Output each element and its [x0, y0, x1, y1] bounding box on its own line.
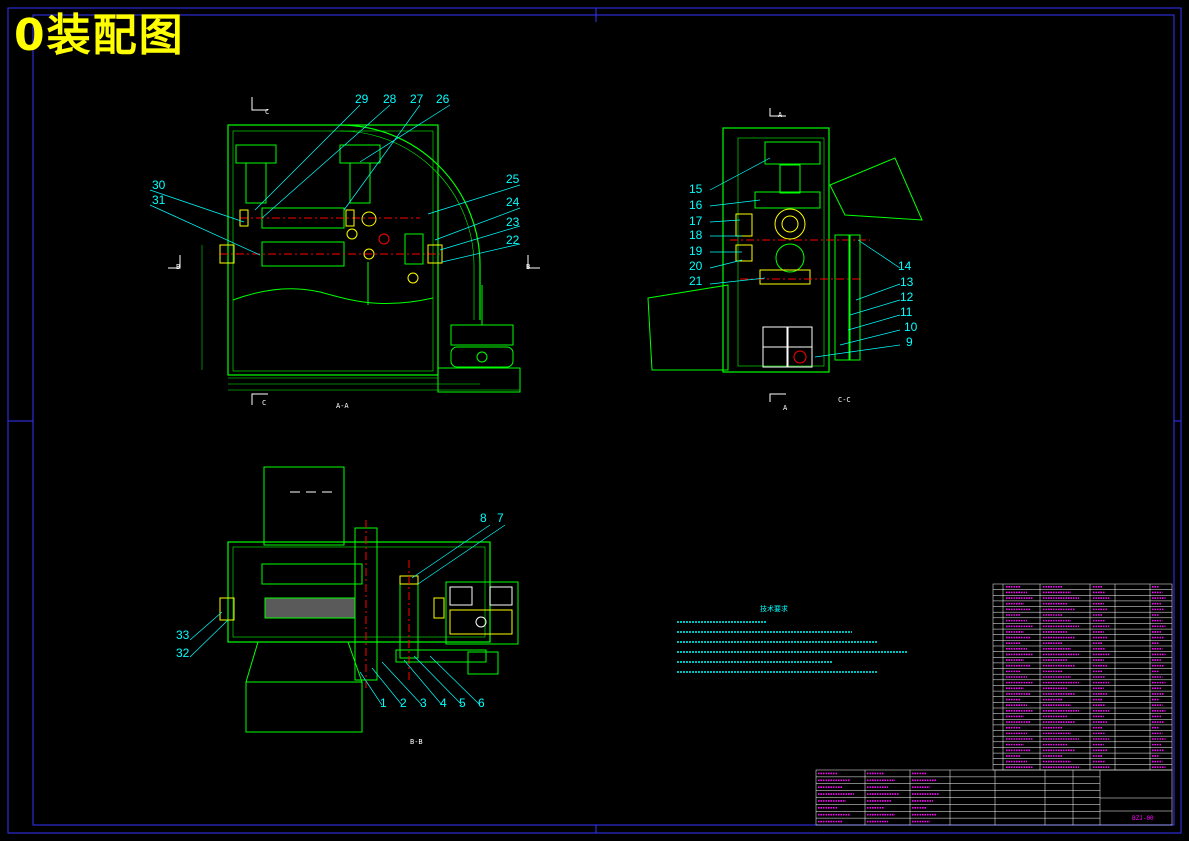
tech-requirements-lines [677, 621, 907, 673]
part-number-3: 3 [420, 696, 427, 710]
part-number-20: 20 [689, 259, 703, 273]
part-number-16: 16 [689, 198, 703, 212]
part-number-14: 14 [898, 259, 912, 273]
part-number-7: 7 [497, 511, 504, 525]
inner-border [32, 14, 1175, 826]
cut-mark-c-top: C [265, 108, 270, 116]
part-number-11: 11 [900, 305, 913, 319]
part-number-6: 6 [478, 696, 485, 710]
part-number-2: 2 [400, 696, 407, 710]
part-number-23: 23 [506, 215, 520, 229]
tech-requirements-title: 技术要求 [760, 605, 788, 613]
part-number-29: 29 [355, 92, 369, 106]
part-number-13: 13 [900, 275, 914, 289]
cut-mark-b-right: B [526, 263, 531, 271]
part-number-8: 8 [480, 511, 487, 525]
cut-mark-b-left: B [176, 263, 181, 271]
part-number-21: 21 [689, 274, 703, 288]
part-number-4: 4 [440, 696, 447, 710]
part-number-15: 15 [689, 182, 703, 196]
view-bb [189, 466, 519, 733]
drawing-number: BZJ-00 [1132, 815, 1154, 822]
part-number-25: 25 [506, 172, 520, 186]
outer-border [7, 7, 1182, 834]
part-number-9: 9 [906, 335, 913, 349]
part-number-30: 30 [152, 178, 166, 192]
cut-mark-a-top: A [778, 111, 783, 119]
part-number-5: 5 [459, 696, 466, 710]
part-number-1: 1 [380, 696, 387, 710]
view-caption-aa: A-A [336, 402, 349, 410]
cut-mark-c-bottom: C [262, 399, 267, 407]
cut-mark-a-bottom: A [783, 404, 788, 412]
view-caption-bb: B-B [410, 738, 423, 746]
part-number-17: 17 [689, 214, 703, 228]
part-number-12: 12 [900, 290, 914, 304]
parts-list [992, 583, 1173, 771]
part-number-32: 32 [176, 646, 190, 660]
part-number-22: 22 [506, 233, 520, 247]
part-number-33: 33 [176, 628, 190, 642]
drawing-title: 0装配图 [14, 10, 185, 61]
part-number-10: 10 [904, 320, 918, 334]
part-number-27: 27 [410, 92, 424, 106]
part-number-19: 19 [689, 244, 703, 258]
title-block [815, 769, 1173, 826]
view-cc [647, 108, 923, 402]
part-number-18: 18 [689, 228, 703, 242]
part-number-31: 31 [152, 193, 166, 207]
part-number-24: 24 [506, 195, 520, 209]
part-number-28: 28 [383, 92, 397, 106]
view-aa [149, 97, 540, 405]
view-caption-cc: C-C [838, 396, 851, 404]
part-number-26: 26 [436, 92, 450, 106]
